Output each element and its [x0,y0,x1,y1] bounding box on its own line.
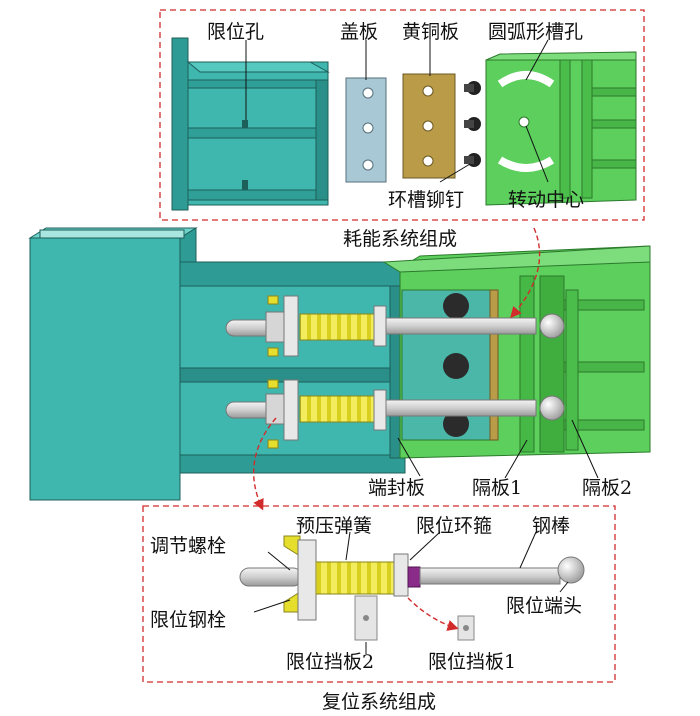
label-limit-hoop: 限位环箍 [416,515,492,537]
connector-to-bottom [252,417,277,511]
brass-plate [402,73,456,179]
limit-hoop [407,566,421,588]
label-end-plate: 端封板 [368,477,425,499]
connector-to-top [510,227,541,319]
label-preload-spring: 预压弹簧 [296,515,372,537]
upper-reset-assembly [225,295,565,357]
green-member-top [485,51,637,206]
label-limit-pin: 限位钢栓 [150,609,226,631]
label-adjust-bolt: 调节螺栓 [150,535,226,557]
label-stop-plate-1: 限位挡板1 [428,651,516,673]
bottom-panel: 调节螺栓 预压弹簧 限位环箍 钢棒 限位端头 限位钢栓 限位挡板2 限位挡板1 [142,505,616,683]
preload-spring [315,561,395,595]
label-arc-slot: 圆弧形槽孔 [488,21,583,43]
middle-assembly: 端封板 隔板1 隔板2 [28,227,651,511]
label-limit-hole: 限位孔 [207,21,264,43]
ring-rivets [464,81,481,167]
label-rotation-center: 转动中心 [508,189,584,211]
limit-end-head [557,556,585,584]
label-cover-plate: 盖板 [340,21,378,43]
bottom-panel-border [142,505,616,683]
brass-strip [489,289,499,441]
lower-reset-assembly [225,379,565,449]
label-steel-rod: 钢棒 [532,515,570,537]
label-limit-end: 限位端头 [506,595,582,617]
top-panel: 限位孔 盖板 黄铜板 圆弧形槽孔 环槽铆钉 转动中心 [159,9,645,221]
arc-slot-lower [497,156,555,172]
limit-hole-mark [242,120,248,128]
label-partition-2: 隔板2 [582,477,632,499]
top-panel-border [159,9,645,221]
caption-reset-system: 复位系统组成 [322,691,436,713]
label-ring-rivet: 环槽铆钉 [388,189,464,211]
caption-energy-system: 耗能系统组成 [343,228,457,250]
steel-rod [419,567,561,585]
teal-member-top [171,37,330,211]
limit-pin [297,539,317,621]
rotation-center-hole [518,116,530,128]
label-stop-plate-2: 限位挡板2 [286,651,374,673]
arc-slot-upper [497,71,555,88]
partition-1 [519,275,535,453]
adjust-bolt [239,567,303,587]
partition-2 [565,289,579,451]
label-partition-1: 隔板1 [472,477,522,499]
label-brass-plate: 黄铜板 [402,21,459,43]
cover-plate [345,77,387,183]
